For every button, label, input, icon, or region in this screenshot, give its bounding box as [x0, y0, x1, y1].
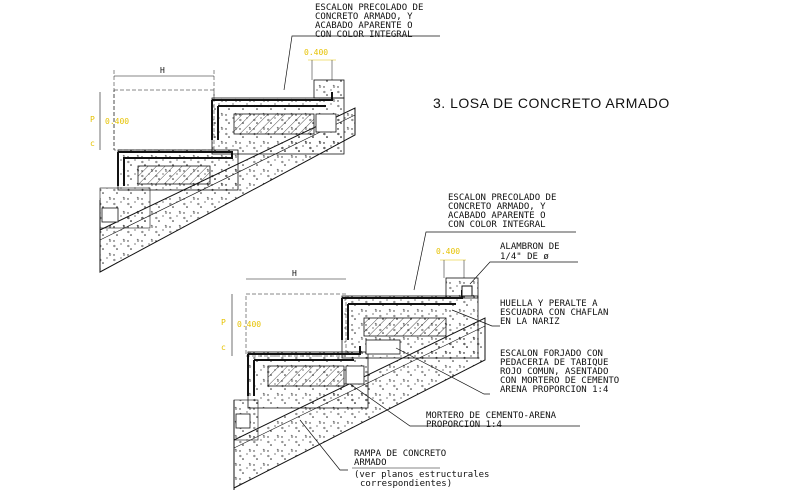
top-note-escalon-3: ACABADO APARENTE O: [315, 21, 413, 31]
bottom-note-huella-1: HUELLA Y PERALTE A: [500, 299, 598, 309]
bottom-note-ver-2: correspondientes): [360, 479, 452, 489]
bottom-note-escalon-2: CONCRETO ARMADO, Y: [448, 202, 546, 212]
top-dim-h: H: [160, 66, 165, 75]
bottom-note-ver-1: (ver planos estructurales: [354, 470, 489, 480]
top-note-escalon-2: CONCRETO ARMADO, Y: [315, 12, 413, 22]
bottom-upper-step-brick: [363, 317, 447, 337]
top-dim-nose: 0.400: [304, 48, 328, 57]
bottom-note-forjado-5: ARENA PROPORCION 1:4: [500, 385, 608, 395]
top-dim-p-value: 0.400: [105, 117, 129, 126]
bottom-lower-step-brick: [267, 365, 345, 387]
bottom-note-huella-2: ESCUADRA CON CHAFLAN: [500, 308, 608, 318]
bottom-note-escalon-3: ACABADO APARENTE O: [448, 211, 546, 221]
top-lower-step-cap: [117, 151, 233, 186]
bottom-dim-nose: 0.400: [436, 247, 460, 256]
bottom-dim-h: H: [292, 269, 297, 278]
top-upper-step-cap: [211, 92, 333, 140]
top-note-escalon-4: CON COLOR INTEGRAL: [315, 30, 413, 40]
bottom-note-rampa-1: RAMPA DE CONCRETO: [354, 449, 446, 459]
bottom-note-forjado-4: CON MORTERO DE CEMENTO: [500, 376, 619, 386]
top-upper-step-brick: [233, 113, 315, 135]
bottom-note-forjado-2: PEDACERIA DE TABIQUE: [500, 358, 608, 368]
top-dim-p: P: [90, 115, 95, 124]
bottom-note-alambron-2: 1/4" DE ø: [500, 252, 549, 262]
bottom-note-escalon-1: ESCALON PRECOLADO DE: [448, 193, 556, 203]
bottom-note-huella-3: EN LA NARIZ: [500, 317, 560, 327]
top-detail: H P 0.400 c 0.400 ESCALON PRECOLADO DE C…: [90, 3, 440, 273]
top-note-escalon-1: ESCALON PRECOLADO DE: [315, 3, 423, 13]
bottom-detail: H P 0.400 c 0.400 ESCALON PRECOLADO DE C…: [221, 193, 619, 490]
drawing-title: 3. LOSA DE CONCRETO ARMADO: [433, 95, 670, 111]
bottom-dim-p-value: 0.400: [237, 320, 261, 329]
bottom-note-forjado-1: ESCALON FORJADO CON: [500, 349, 603, 359]
bottom-note-rampa-2: ARMADO: [354, 458, 387, 468]
bottom-note-forjado-3: ROJO COMUN, ASENTADO: [500, 367, 608, 377]
bottom-note-mortero-2: PROPORCION 1:4: [426, 420, 502, 430]
svg-text:c: c: [90, 139, 95, 148]
bottom-note-mortero-1: MORTERO DE CEMENTO-ARENA: [426, 411, 557, 421]
bottom-note-escalon-4: CON COLOR INTEGRAL: [448, 220, 546, 230]
top-lower-step-brick: [137, 165, 211, 185]
bottom-note-alambron-1: ALAMBRON DE: [500, 242, 560, 252]
svg-text:c: c: [221, 343, 226, 352]
bottom-dim-p: P: [221, 318, 226, 327]
